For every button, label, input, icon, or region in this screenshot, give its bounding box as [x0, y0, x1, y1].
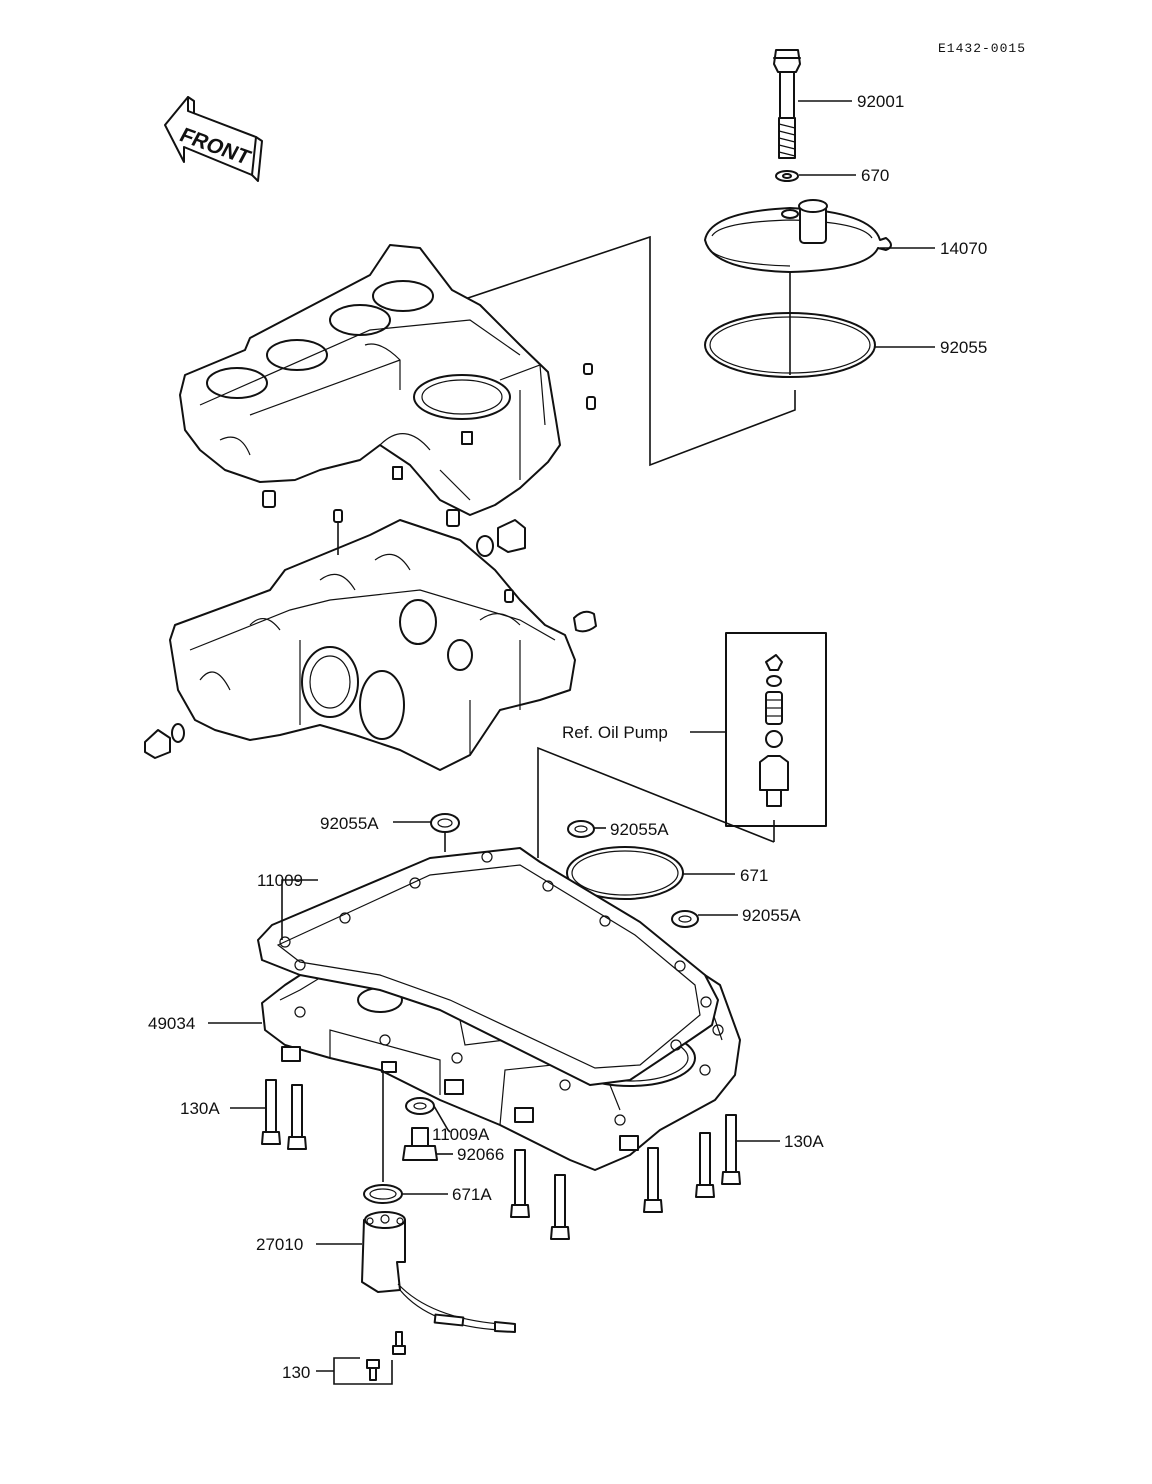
- oil-pressure-switch-27010: [361, 1211, 516, 1333]
- dowel-pins: [262, 363, 596, 527]
- bolts-130A-right: [510, 1114, 741, 1240]
- gasket-11009A: [405, 1097, 435, 1115]
- seal-92055A-left: [430, 813, 460, 833]
- seal-92055A-right: [671, 910, 699, 928]
- label-92055A-left: 92055A: [320, 814, 379, 833]
- label-130A-right: 130A: [784, 1132, 824, 1151]
- label-14070: 14070: [940, 239, 987, 258]
- gasket-11009: [257, 847, 719, 1086]
- label-671: 671: [740, 866, 768, 885]
- washer-670: [775, 170, 799, 182]
- ref-oil-pump-label: Ref. Oil Pump: [562, 723, 668, 742]
- label-92001: 92001: [857, 92, 904, 111]
- label-130: 130: [282, 1363, 310, 1382]
- label-130A-left: 130A: [180, 1099, 220, 1118]
- label-92055: 92055: [940, 338, 987, 357]
- bolts-130A-left: [261, 1079, 307, 1150]
- front-arrow-icon: FRONT: [164, 96, 263, 182]
- upper-crankcase: [179, 244, 561, 516]
- screws-130: [366, 1331, 406, 1381]
- label-92055A-right: 92055A: [742, 906, 801, 925]
- o-ring-671: [566, 846, 684, 900]
- label-11009: 11009: [257, 871, 303, 890]
- drawing-code: E1432-0015: [938, 41, 1026, 56]
- label-92066: 92066: [457, 1145, 504, 1164]
- lower-crankcase: [169, 519, 576, 771]
- bolt-92001: [773, 49, 801, 159]
- oil-pump-reference-box: [725, 632, 827, 842]
- label-671A: 671A: [452, 1185, 492, 1204]
- o-ring-671A: [363, 1184, 403, 1204]
- seal-92055A-mid: [567, 820, 595, 838]
- crankcase-fittings: [144, 509, 597, 759]
- label-27010: 27010: [256, 1235, 303, 1254]
- label-92055A-mid: 92055A: [610, 820, 669, 839]
- label-49034: 49034: [148, 1014, 195, 1033]
- label-670: 670: [861, 166, 889, 185]
- cover-14070: [704, 199, 892, 273]
- drain-plug-92066: [402, 1127, 438, 1161]
- label-11009A: 11009A: [432, 1125, 490, 1144]
